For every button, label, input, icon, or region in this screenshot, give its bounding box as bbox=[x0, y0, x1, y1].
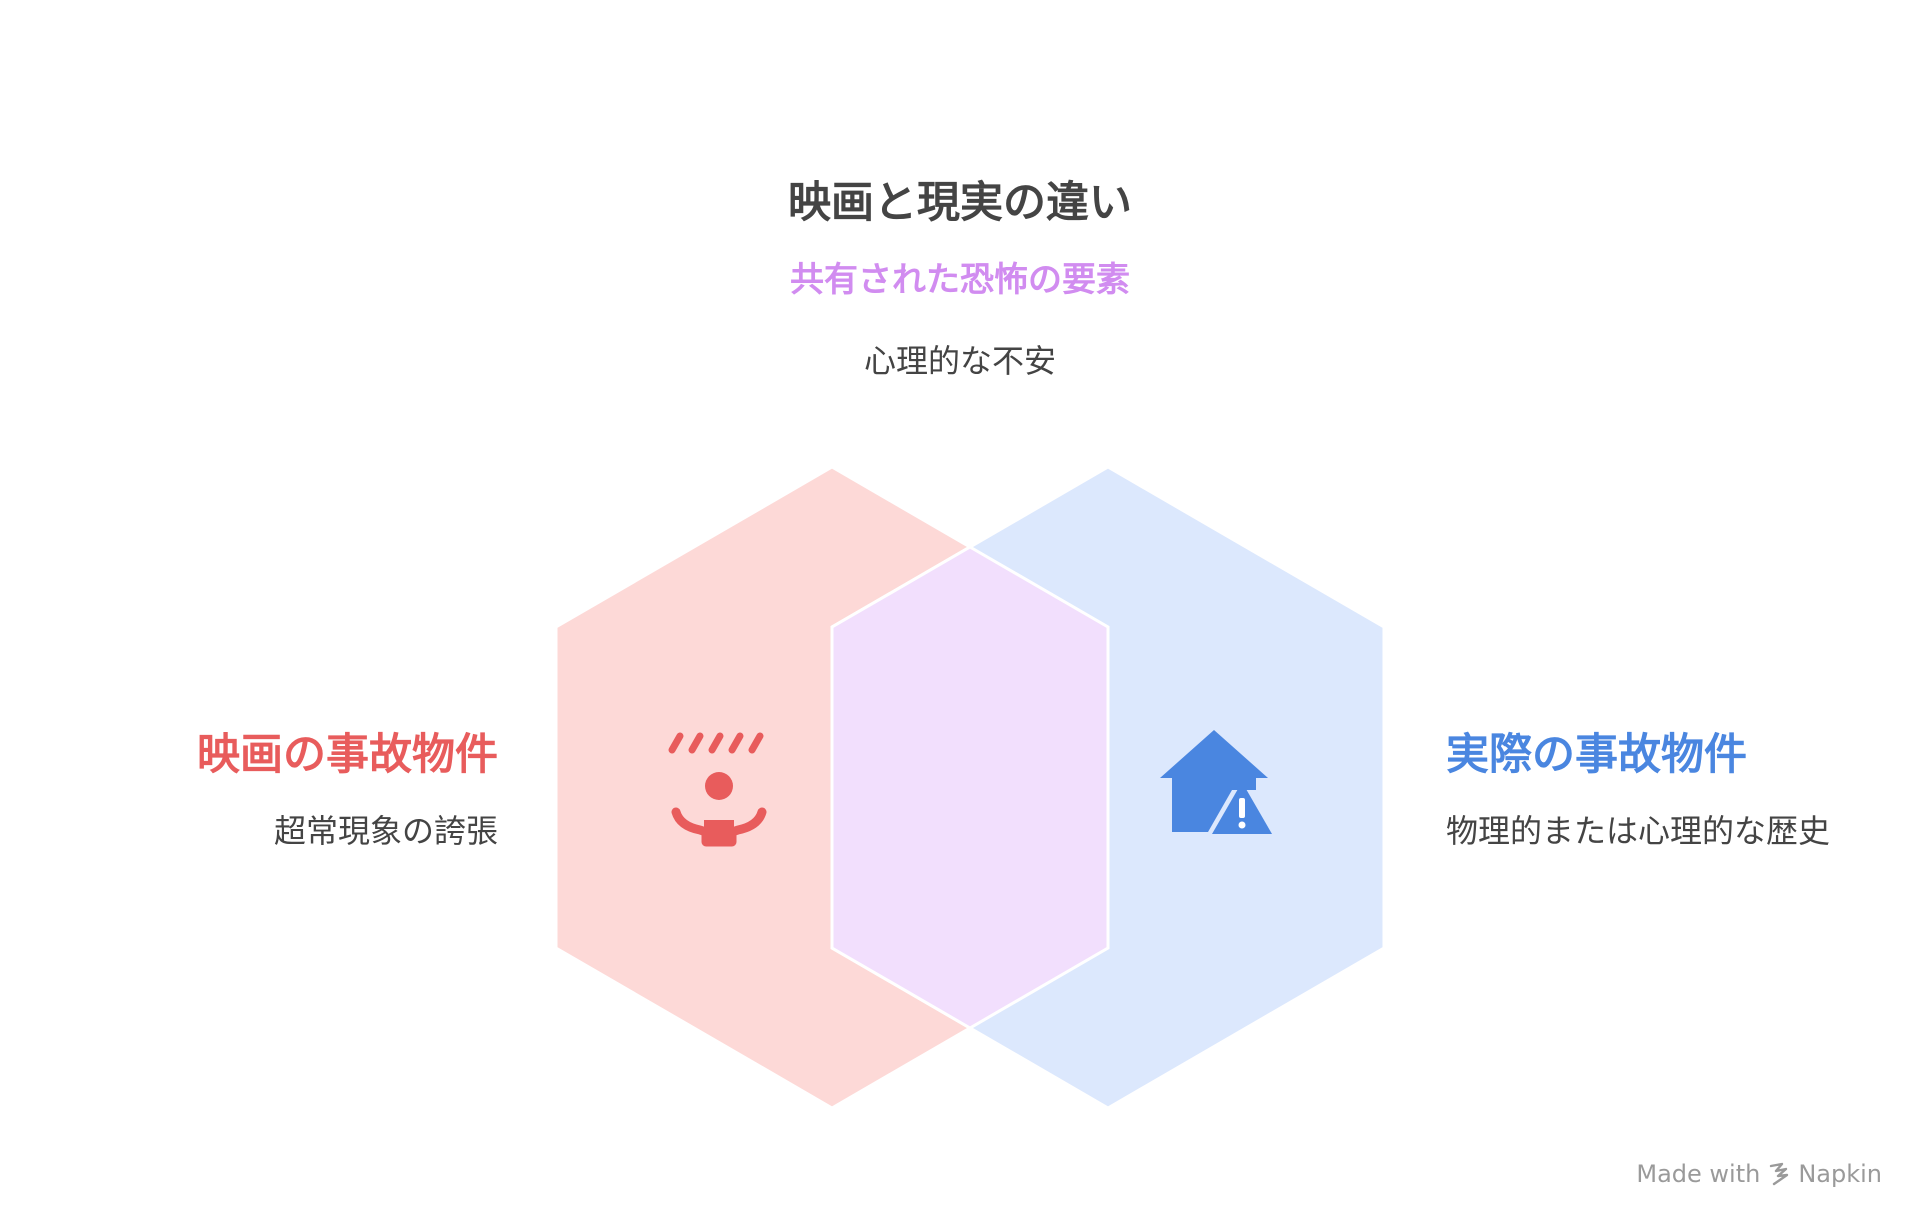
overlap-region bbox=[830, 545, 1110, 1030]
shrugging-person-icon bbox=[668, 732, 767, 847]
shared-description: 心理的な不安 bbox=[863, 342, 1056, 380]
left-description: 超常現象の誇張 bbox=[273, 812, 498, 850]
napkin-brand-text: Napkin bbox=[1798, 1160, 1882, 1188]
made-with-napkin-footer[interactable]: Made with Napkin bbox=[1636, 1160, 1882, 1188]
diagram-title: 映画と現実の違い bbox=[788, 178, 1132, 228]
shared-label: 共有された恐怖の要素 bbox=[790, 260, 1130, 300]
napkin-logo-icon bbox=[1770, 1162, 1789, 1186]
right-description: 物理的または心理的な歴史 bbox=[1446, 812, 1831, 850]
house-warning-icon bbox=[1160, 730, 1272, 834]
left-label: 映画の事故物件 bbox=[197, 730, 498, 780]
right-label: 実際の事故物件 bbox=[1446, 730, 1747, 780]
made-with-text: Made with bbox=[1636, 1160, 1761, 1188]
